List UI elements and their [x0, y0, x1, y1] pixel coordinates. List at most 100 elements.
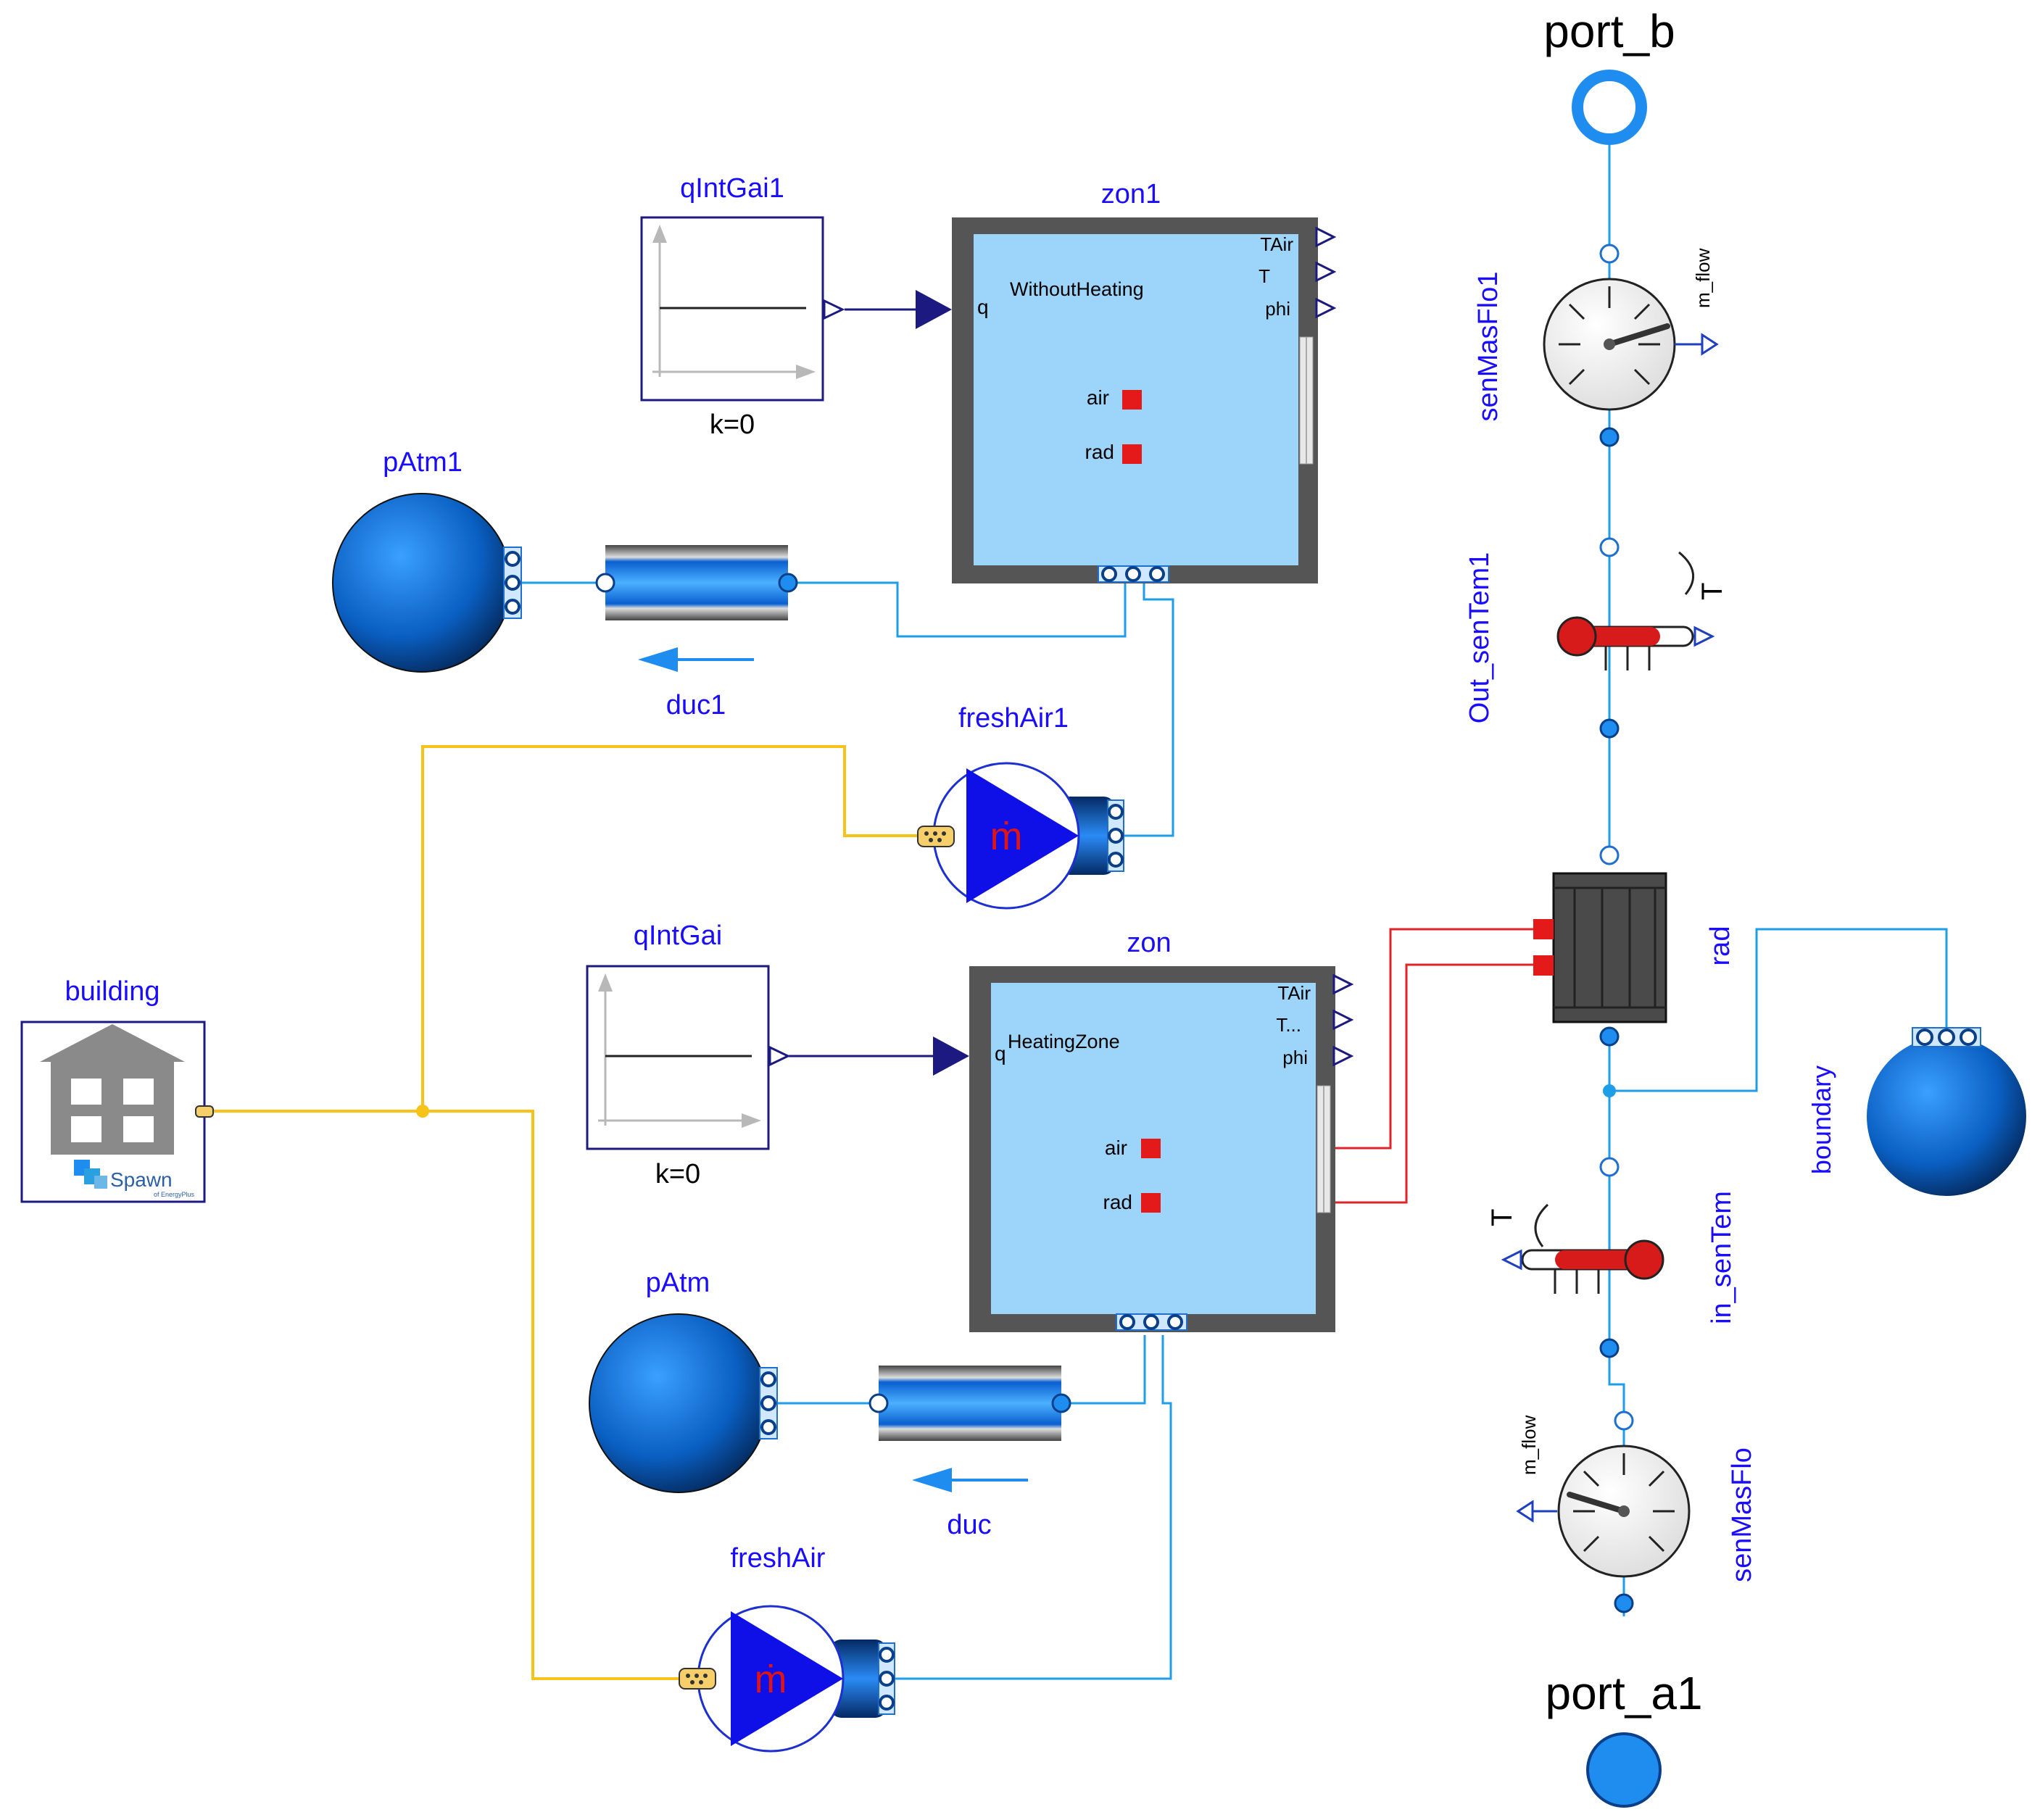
fluid-line-freshair1-zon1: [1118, 574, 1174, 837]
flow-port-filled-icon: [1051, 1393, 1071, 1413]
senmasflo1[interactable]: m_flow senMasFlo1: [1473, 244, 1719, 447]
bus-connector-icon: [679, 1668, 716, 1690]
flow-port-open-icon: [879, 1671, 895, 1687]
zon1-name: WithoutHeating: [1010, 278, 1144, 300]
flow-port-open-icon: [1143, 1314, 1159, 1330]
patm1[interactable]: pAtm1: [332, 447, 522, 673]
flow-port-open-icon: [1599, 1157, 1620, 1177]
flow-port-open-icon: [1938, 1029, 1955, 1046]
fluid-line-duc1-zon1: [788, 574, 1127, 638]
zon-out-phi-label: phi: [1282, 1047, 1308, 1068]
port-a1[interactable]: port_a1: [1545, 1667, 1703, 1808]
axis-x-arrow: [796, 365, 816, 379]
freshair1-label: freshAir1: [958, 703, 1069, 734]
patm1-label: pAtm1: [383, 447, 463, 478]
duc[interactable]: duc: [868, 1366, 1071, 1540]
qintgai-param: k=0: [655, 1159, 700, 1189]
bus-connector-icon: [917, 826, 955, 847]
flow-port-filled-icon: [1599, 1026, 1620, 1047]
flow-port-filled-icon: [1614, 1593, 1634, 1613]
heat-port-rad-icon: [1122, 444, 1142, 464]
port-b-icon: [1572, 70, 1647, 145]
fluid-line-freshair-zon: [888, 1335, 1172, 1680]
duct-pipe-icon: [605, 545, 788, 620]
output-triangle-icon: [1501, 1249, 1522, 1271]
bus-line-freshair: [423, 1110, 681, 1680]
zon-air-label: air: [1105, 1137, 1127, 1159]
senmasflo-label: senMasFlo: [1727, 1447, 1757, 1582]
zon1-out-tair-label: TAir: [1260, 233, 1293, 255]
output-triangle-icon: [1315, 226, 1337, 248]
output-triangle-icon: [1332, 1045, 1354, 1067]
connections: [207, 141, 1948, 1680]
zon1-out-phi-label: phi: [1265, 298, 1290, 320]
fluid-line-boundary: [1609, 928, 1948, 1092]
senmasflo[interactable]: m_flow senMasFlo: [1516, 1410, 1757, 1613]
output-triangle-icon: [1701, 333, 1719, 356]
thermometer-ticks: [1604, 646, 1651, 670]
senmasflo1-label: senMasFlo1: [1473, 272, 1504, 422]
flow-port-open-icon: [1614, 1410, 1634, 1431]
thermometer-arc: [1678, 551, 1695, 595]
flow-port-open-icon: [505, 599, 521, 615]
flow-port-open-icon: [1599, 537, 1620, 557]
flow-direction-arrow-head: [912, 1468, 952, 1492]
zon1[interactable]: zon1 q WithoutHeating TAir T phi air rad: [916, 179, 1337, 583]
gauge-hub: [1618, 1505, 1630, 1517]
freshair[interactable]: freshAir ṁ: [679, 1543, 895, 1753]
house-window: [123, 1079, 154, 1105]
output-triangle-icon: [823, 299, 845, 320]
fan-triangle-icon: [966, 768, 1079, 903]
out-sentem1-label: Out_senTem1: [1464, 552, 1495, 724]
spawn-logo: Spawn of EnergyPlus: [74, 1160, 195, 1198]
flow-port-filled-icon: [778, 573, 798, 593]
house-window: [71, 1079, 101, 1105]
thermometer-ticks: [1554, 1269, 1600, 1294]
port-b[interactable]: port_b: [1543, 5, 1675, 145]
radiator-fins: [1554, 886, 1666, 1009]
in-sentem[interactable]: T in_senTem: [1486, 1157, 1737, 1358]
input-triangle-icon: [933, 1036, 969, 1076]
zon1-q-label: q: [977, 296, 989, 318]
patm[interactable]: pAtm: [589, 1268, 778, 1493]
zon-label: zon: [1127, 928, 1171, 958]
output-triangle-icon: [1693, 626, 1715, 647]
flow-port-filled-icon: [1599, 427, 1620, 447]
zon-out-t-label: T...: [1276, 1014, 1301, 1036]
house-body: [51, 1062, 174, 1155]
duc1[interactable]: duc1: [595, 545, 798, 720]
flow-port-open-icon: [505, 551, 521, 567]
zon[interactable]: zon q HeatingZone TAir T... phi air rad: [933, 928, 1354, 1332]
in-sentem-label: in_senTem: [1707, 1191, 1737, 1324]
duc1-label: duc1: [666, 690, 726, 720]
bus-connector-pins: [686, 1674, 708, 1684]
qintgai1[interactable]: qIntGai1 k=0: [640, 173, 845, 440]
flow-port-open-icon: [1167, 1314, 1183, 1330]
thermometer-arc: [1534, 1203, 1549, 1247]
flow-port-open-icon: [879, 1647, 895, 1663]
out-sentem1[interactable]: T Out_senTem1: [1464, 537, 1728, 739]
freshair1[interactable]: freshAir1 ṁ: [917, 703, 1124, 910]
thermometer-bulb: [1624, 1239, 1664, 1280]
building[interactable]: building Spawn of EnergyPlus: [20, 976, 214, 1203]
patm-label: pAtm: [646, 1268, 710, 1298]
flow-port-open-icon: [1108, 828, 1124, 844]
flow-port-filled-icon: [1599, 1338, 1620, 1358]
flow-port-open-icon: [868, 1393, 889, 1413]
output-triangle-icon: [768, 1045, 791, 1067]
port-b-label: port_b: [1543, 5, 1675, 57]
gauge-hub: [1604, 338, 1615, 350]
in-sentem-output-label: T: [1486, 1209, 1518, 1226]
port-a1-label: port_a1: [1545, 1667, 1702, 1719]
zon-rad-label: rad: [1103, 1191, 1132, 1213]
boundary[interactable]: boundary: [1807, 1027, 2026, 1196]
radiator[interactable]: rad: [1533, 845, 1736, 1047]
flow-port-filled-icon: [1599, 718, 1620, 739]
axis-y-arrow: [652, 225, 667, 243]
radiator-icon: [1552, 872, 1667, 1023]
qintgai1-label: qIntGai1: [680, 173, 784, 204]
flow-port-open-icon: [1108, 804, 1124, 820]
qintgai[interactable]: qIntGai k=0: [586, 921, 791, 1189]
flow-port-open-icon: [1119, 1314, 1135, 1330]
